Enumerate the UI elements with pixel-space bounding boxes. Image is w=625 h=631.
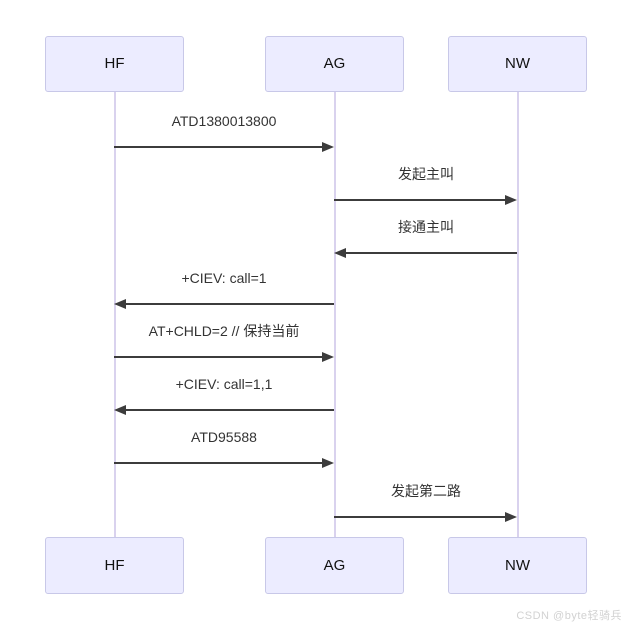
arrowhead-icon — [505, 512, 517, 522]
message-label: AT+CHLD=2 // 保持当前 — [148, 323, 300, 339]
actor-top-hf: HF — [45, 36, 184, 92]
actor-label: AG — [323, 557, 346, 574]
message-line — [345, 252, 517, 254]
message-line — [334, 199, 506, 201]
actor-label: NW — [505, 55, 530, 72]
message-label: 发起第二路 — [391, 483, 461, 499]
arrowhead-icon — [505, 195, 517, 205]
lifeline-nw — [516, 92, 519, 537]
actor-label: HF — [104, 557, 125, 574]
actor-bottom-ag: AG — [265, 537, 404, 594]
arrowhead-icon — [334, 248, 346, 258]
message-label: 接通主叫 — [398, 219, 454, 235]
message-label: ATD95588 — [191, 429, 257, 445]
message-line — [125, 303, 334, 305]
arrowhead-icon — [114, 299, 126, 309]
arrowhead-icon — [114, 405, 126, 415]
message-line — [334, 516, 506, 518]
arrowhead-icon — [322, 458, 334, 468]
actor-top-ag: AG — [265, 36, 404, 92]
message-label: ATD1380013800 — [171, 113, 277, 129]
actor-bottom-hf: HF — [45, 537, 184, 594]
message-label: 发起主叫 — [398, 166, 454, 182]
actor-bottom-nw: NW — [448, 537, 587, 594]
watermark: CSDN @byte轻骑兵 — [516, 610, 622, 622]
message-label: +CIEV: call=1,1 — [175, 376, 273, 392]
message-line — [125, 409, 334, 411]
actor-label: HF — [104, 55, 125, 72]
lifeline-ag — [333, 92, 336, 537]
message-label: +CIEV: call=1 — [181, 270, 267, 286]
message-line — [114, 462, 323, 464]
arrowhead-icon — [322, 352, 334, 362]
message-line — [114, 146, 323, 148]
lifeline-hf — [113, 92, 116, 537]
actor-label: AG — [323, 55, 346, 72]
actor-top-nw: NW — [448, 36, 587, 92]
actor-label: NW — [505, 557, 530, 574]
message-line — [114, 356, 323, 358]
arrowhead-icon — [322, 142, 334, 152]
